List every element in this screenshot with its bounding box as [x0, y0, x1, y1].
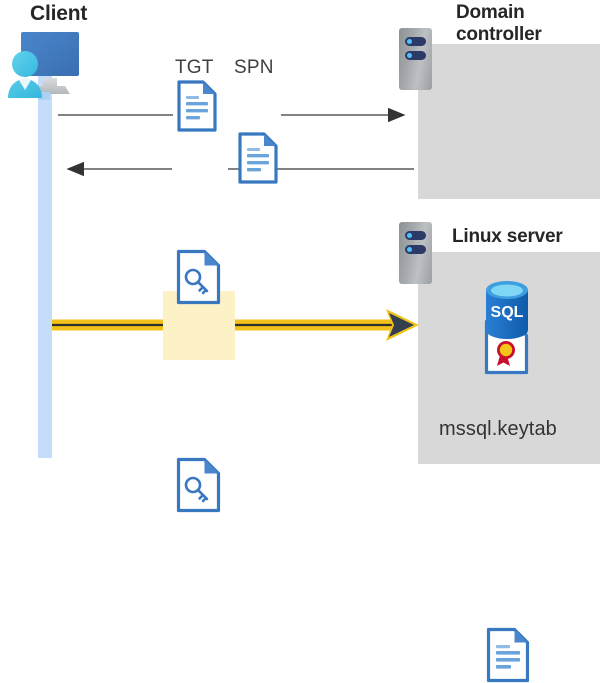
message-arrows: [52, 107, 419, 341]
client-title: Client: [30, 2, 88, 25]
diagram-canvas: SQL Client Domain controller Linux serve…: [5, 2, 600, 683]
domain-controller-title: Domain controller: [456, 2, 596, 47]
key-document-icon: [176, 249, 600, 305]
domain-controller-title-line2: controller: [456, 24, 542, 46]
ticket-key-document-icon: [176, 457, 600, 513]
rack-bay-icon: [405, 245, 426, 254]
client-workstation-icon: [5, 28, 97, 100]
tgt-document-icon: [177, 80, 600, 132]
rack-bay-icon: [405, 231, 426, 240]
domain-controller-server-rack-icon: [399, 28, 432, 90]
client-lifeline: [38, 60, 52, 458]
keytab-file-label: mssql.keytab: [439, 418, 557, 440]
rack-bay-icon: [405, 37, 426, 46]
spn-label: SPN: [234, 57, 274, 78]
tgt-label: TGT: [175, 57, 214, 78]
spn-document-icon: [238, 132, 600, 184]
ticket-arrow-head: [386, 309, 419, 341]
domain-controller-title-line1: Domain: [456, 2, 525, 23]
sql-database-icon: SQL: [480, 281, 534, 344]
svg-text:SQL: SQL: [491, 304, 524, 321]
domain-controller-panel: [418, 44, 600, 199]
linux-server-title: Linux server: [452, 226, 563, 247]
rack-bay-icon: [405, 51, 426, 60]
linux-server-rack-icon: [399, 222, 432, 284]
keytab-document-icon: [486, 627, 600, 683]
